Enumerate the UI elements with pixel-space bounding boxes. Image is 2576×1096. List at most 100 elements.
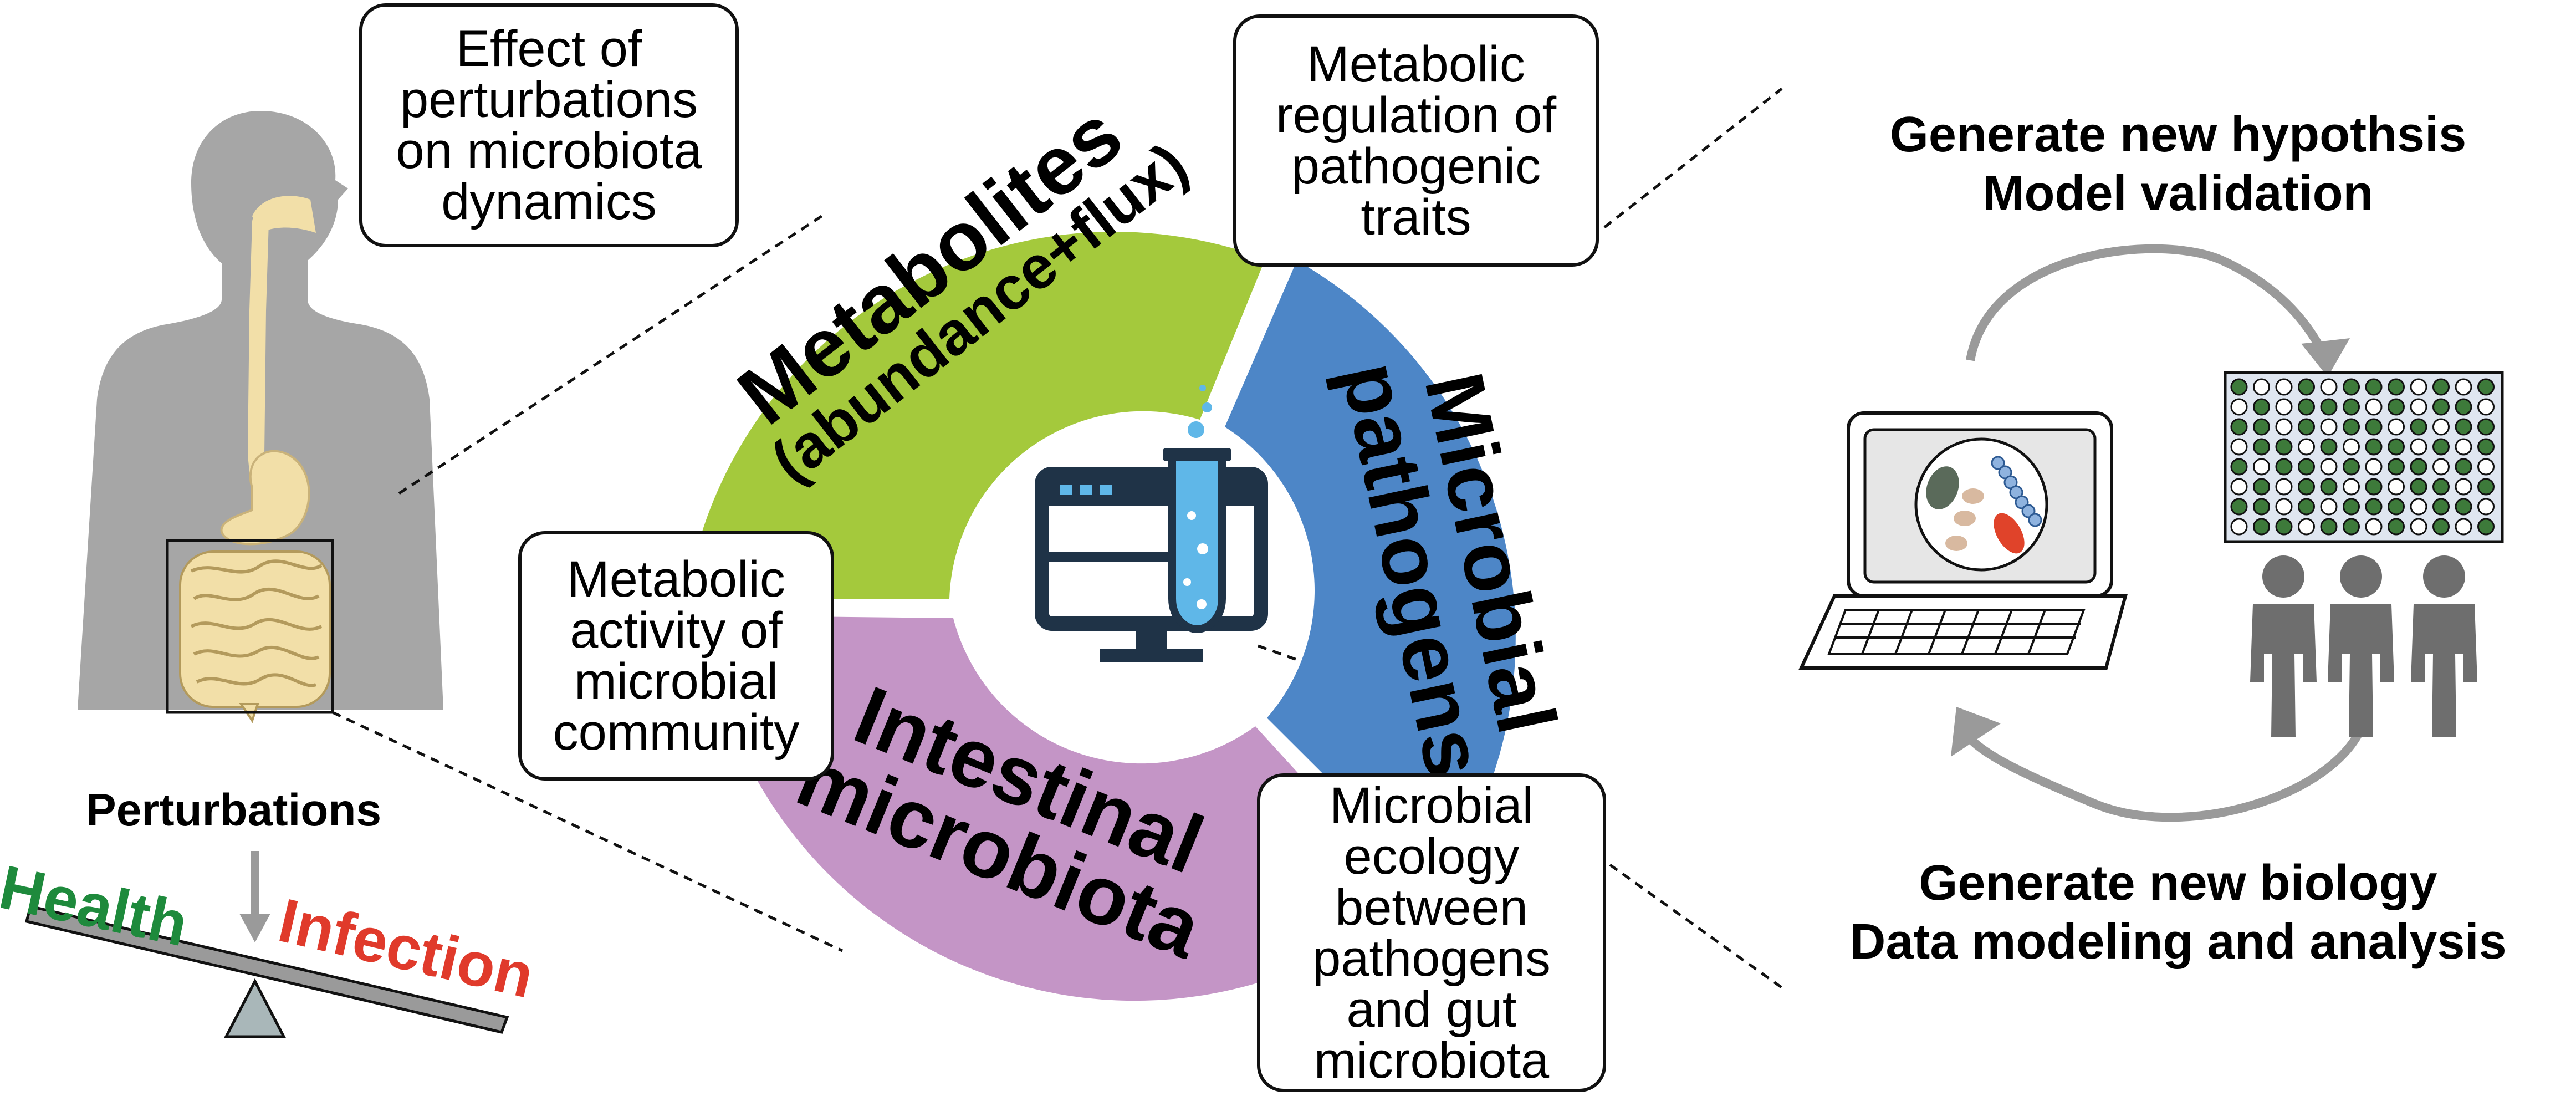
box-line: community	[553, 704, 800, 761]
plate-well	[2477, 518, 2495, 536]
stomach	[220, 450, 310, 546]
plate-well	[2275, 418, 2293, 436]
intestines	[179, 550, 331, 723]
box-line: perturbations	[400, 72, 698, 128]
plate-well	[2230, 378, 2248, 396]
bubble	[1188, 421, 1204, 438]
plate-well	[2410, 398, 2427, 416]
biology-label: Generate new biology	[1919, 855, 2437, 911]
plate-well	[2253, 518, 2270, 536]
plate-well	[2253, 478, 2270, 496]
plate-well	[2230, 458, 2248, 476]
plate-well	[2253, 498, 2270, 516]
box-line: traits	[1361, 188, 1471, 246]
plate-well	[2365, 518, 2383, 536]
box-line: and gut	[1346, 981, 1517, 1038]
plate-well	[2455, 518, 2472, 536]
plate-well	[2230, 498, 2248, 516]
plate-well	[2253, 418, 2270, 436]
plate-well	[2388, 478, 2405, 496]
bubble	[1199, 385, 1206, 391]
plate-well	[2388, 498, 2405, 516]
donut-ring	[686, 232, 1516, 1001]
plate-well	[2388, 378, 2405, 396]
plate-well	[2320, 418, 2338, 436]
plate-well	[2365, 418, 2383, 436]
modeling-label: Data modeling and analysis	[1849, 914, 2507, 970]
box-line: dynamics	[441, 174, 657, 230]
monitor-titlebar	[1042, 474, 1261, 506]
panel-top-text: Generate new hypothsis Model validation	[1782, 105, 2574, 223]
plate-well	[2410, 498, 2427, 516]
plate-well	[2275, 398, 2293, 416]
plate-well	[2320, 438, 2338, 456]
gut-zoom-frame	[166, 539, 334, 714]
plate-well	[2275, 478, 2293, 496]
plate-well	[2298, 518, 2315, 536]
plate-well	[2432, 418, 2450, 436]
balance-beam	[24, 905, 509, 1034]
box-line: microbial	[574, 653, 779, 710]
plate-well	[2298, 458, 2315, 476]
plate-well	[2298, 418, 2315, 436]
well-plate-icon	[2224, 371, 2504, 543]
plate-well	[2343, 478, 2360, 496]
box-line: Effect of	[456, 21, 642, 77]
laptop-icon	[1798, 411, 2128, 670]
balance-fulcrum	[223, 978, 287, 1038]
plate-well	[2455, 438, 2472, 456]
plate-well	[2455, 418, 2472, 436]
plate-well	[2455, 378, 2472, 396]
validation-label: Model validation	[1982, 166, 2374, 222]
plate-well	[2455, 458, 2472, 476]
box-line: activity of	[570, 602, 783, 659]
plate-well	[2388, 438, 2405, 456]
people-icon	[2250, 555, 2477, 737]
box-metabolic-regulation: Metabolic regulation of pathogenic trait…	[1233, 14, 1599, 267]
plate-well	[2365, 398, 2383, 416]
plate-well	[2275, 518, 2293, 536]
cycle-arrow-top	[1966, 244, 2323, 361]
plate-well	[2230, 438, 2248, 456]
plate-well	[2388, 418, 2405, 436]
computer-test-tube-icon	[1035, 385, 1268, 662]
panel-bottom-text: Generate new biology Data modeling and a…	[1782, 854, 2574, 971]
plate-well	[2320, 518, 2338, 536]
plate-well	[2477, 498, 2495, 516]
plate-well	[2477, 458, 2495, 476]
plate-well	[2410, 518, 2427, 536]
plate-well	[2253, 378, 2270, 396]
plate-well	[2343, 378, 2360, 396]
hypothesis-label: Generate new hypothsis	[1889, 107, 2467, 162]
perturbations-label: Perturbations	[86, 785, 382, 835]
plate-well	[2365, 478, 2383, 496]
plate-well	[2455, 478, 2472, 496]
plate-well	[2432, 458, 2450, 476]
plate-well	[2410, 478, 2427, 496]
box-line: pathogens	[1312, 930, 1551, 987]
plate-well	[2253, 438, 2270, 456]
plate-well	[2477, 378, 2495, 396]
plate-well	[2432, 378, 2450, 396]
plate-well	[2320, 498, 2338, 516]
plate-well	[2343, 398, 2360, 416]
balance-scale	[24, 851, 509, 1038]
plate-well	[2230, 398, 2248, 416]
plate-well	[2432, 438, 2450, 456]
plate-well	[2388, 458, 2405, 476]
plate-well	[2253, 458, 2270, 476]
ring-segment-microbiota	[704, 615, 1413, 1001]
plate-well	[2275, 378, 2293, 396]
plate-well	[2410, 438, 2427, 456]
ring-segment-metabolites	[686, 232, 1265, 599]
plate-well	[2365, 458, 2383, 476]
plate-well	[2230, 518, 2248, 536]
plate-well	[2343, 518, 2360, 536]
plate-well	[2388, 518, 2405, 536]
box-line: Microbial	[1329, 777, 1534, 834]
test-tube	[1168, 451, 1226, 634]
plate-well	[2388, 398, 2405, 416]
plate-well	[2275, 438, 2293, 456]
plate-well	[2253, 398, 2270, 416]
